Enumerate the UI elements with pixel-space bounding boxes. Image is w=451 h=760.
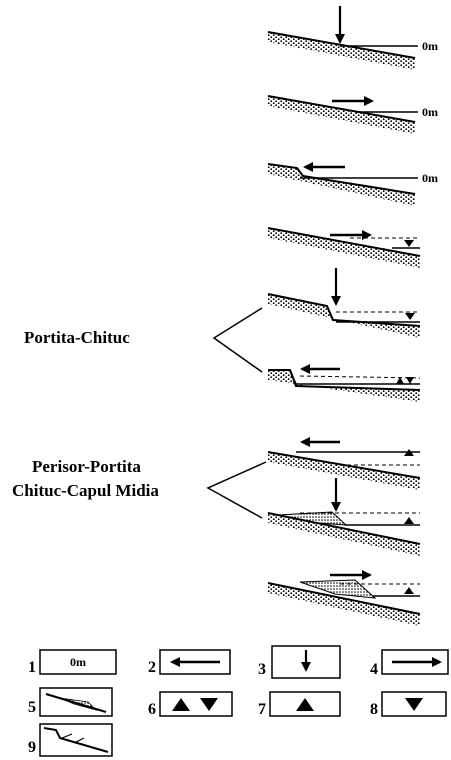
legend-number: 7 — [258, 701, 266, 718]
sea-level-label: 0m — [422, 105, 438, 119]
legend-box — [160, 692, 232, 716]
up-triangle-icon — [404, 587, 414, 594]
legend-number: 1 — [28, 659, 36, 676]
sea-level-label: 0m — [422, 39, 438, 53]
legend-number: 4 — [370, 661, 378, 678]
legend-number: 3 — [258, 661, 266, 678]
group-label-chituc-capul-midia: Chituc-Capul Midia — [12, 481, 159, 500]
profile-2: 0m — [268, 96, 438, 134]
down-triangle-icon — [404, 240, 414, 247]
profile-8 — [268, 478, 420, 556]
up-triangle-icon — [296, 698, 314, 711]
legend-0m-symbol: 0m — [70, 655, 86, 669]
down-triangle-icon — [405, 698, 423, 711]
down-triangle-icon — [405, 313, 415, 320]
sea-level-label: 0m — [422, 171, 438, 185]
legend-number: 8 — [370, 701, 378, 718]
stepped-profile-icon — [44, 728, 108, 752]
profile-1: 0m — [268, 6, 438, 70]
up-triangle-icon — [404, 517, 414, 524]
group-bracket — [214, 308, 262, 372]
profile-3: 0m — [268, 164, 438, 206]
legend-number: 2 — [148, 659, 156, 676]
down-triangle-icon — [200, 698, 218, 711]
profile-7 — [268, 442, 420, 490]
legend-number: 9 — [28, 739, 36, 756]
group-label-portita-chituc: Portita-Chituc — [24, 328, 130, 347]
down-triangle-icon — [406, 377, 414, 384]
profile-4 — [268, 228, 420, 268]
up-triangle-icon — [396, 377, 404, 384]
legend: 1 0m 2 3 4 5 6 7 8 — [28, 646, 448, 756]
up-triangle-icon — [172, 698, 190, 711]
legend-number: 5 — [28, 699, 36, 716]
group-label-perisor-portita: Perisor-Portita — [32, 457, 141, 476]
legend-number: 6 — [148, 701, 156, 718]
group-bracket — [208, 462, 266, 518]
sediment-wedge-icon — [46, 694, 106, 712]
profile-6 — [268, 369, 420, 402]
profile-9 — [268, 575, 420, 626]
profile-5 — [268, 268, 420, 338]
